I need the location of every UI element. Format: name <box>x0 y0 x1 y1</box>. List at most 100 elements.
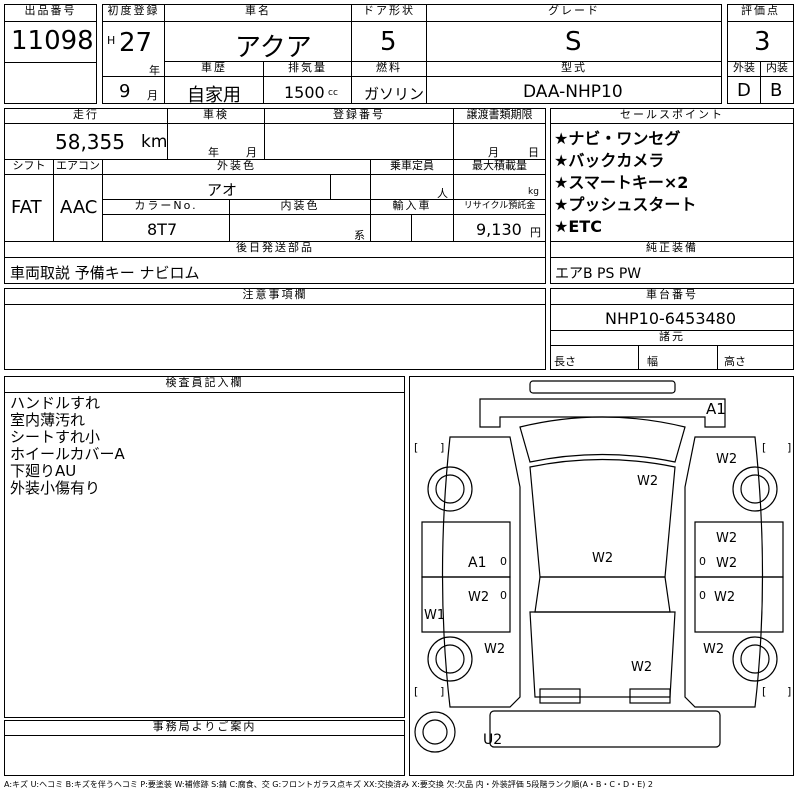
recycle: 9,130 <box>476 220 522 239</box>
diagram-mark: W1 <box>424 608 445 623</box>
diagram-mark: ] <box>440 685 444 698</box>
type-cell: DAA-NHP10 <box>426 76 722 104</box>
displacement-header: 排気量 <box>263 61 352 77</box>
model-name-header: 車名 <box>164 4 352 22</box>
inspector-item: 外装小傷有り <box>10 479 101 497</box>
diagram-mark: [ <box>762 685 766 698</box>
ext-grade: D <box>737 80 751 101</box>
score-cell: 3 <box>727 21 794 62</box>
type-code: DAA-NHP10 <box>523 82 623 102</box>
transfer-month-unit: 月 <box>488 146 499 159</box>
diagram-mark: 0 <box>699 555 706 568</box>
first-reg-month: 9 <box>119 81 131 102</box>
sales-header: セールスポイント <box>550 108 794 124</box>
score-header: 評価点 <box>727 4 794 22</box>
fuel: ガソリン <box>364 85 425 103</box>
rear-lamp-left <box>539 688 581 704</box>
left-rear-door <box>421 576 511 633</box>
later-parts-header: 後日発送部品 <box>4 241 546 258</box>
front-bumper-shape <box>529 380 676 394</box>
rear-right-wheel <box>732 636 778 682</box>
car-diagram-frame: A1 W2 W2 W2 W2 A1 0 W2 0 W2 0 W2 0 W1 W2… <box>409 376 794 776</box>
month-unit: 月 <box>147 89 158 102</box>
diagram-mark: 0 <box>699 589 706 602</box>
inspector-item: シートすれ小 <box>10 428 101 446</box>
diagram-mark: W2 <box>592 551 613 566</box>
diagram-mark: W2 <box>637 474 658 489</box>
equipment-header: 純正装備 <box>550 241 794 258</box>
left-side-shape <box>441 436 521 708</box>
spare-wheel <box>414 711 456 753</box>
int-grade: B <box>770 80 783 101</box>
fuel-cell: ガソリン <box>351 76 427 104</box>
doors: 5 <box>380 27 397 57</box>
import-header: 輸入車 <box>370 199 454 215</box>
shift-header: シフト <box>4 159 54 175</box>
inspection-month-unit: 月 <box>246 146 257 159</box>
windshield-shape <box>519 416 686 463</box>
doors-cell: 5 <box>351 21 427 62</box>
color-cell: アオ <box>102 174 331 200</box>
diagram-mark: A1 <box>706 400 726 418</box>
reg-no-header: 登録番号 <box>264 108 454 124</box>
model-name: アクア <box>235 33 312 62</box>
lot-no-cell: 11098 <box>4 21 97 63</box>
diagram-mark: W2 <box>716 531 737 546</box>
inspector-item: 室内薄汚れ <box>10 411 86 429</box>
lot-no: 11098 <box>11 26 94 56</box>
doors-header: ドア形状 <box>351 4 427 22</box>
diagram-mark: [ <box>414 441 418 454</box>
first-reg-header: 初度登録 <box>102 4 165 22</box>
sales-item: ★スマートキー×2 <box>554 173 689 192</box>
grade-cell: S <box>426 21 722 62</box>
hood-shape <box>479 398 726 428</box>
int-header: 内装 <box>760 61 794 77</box>
notes-cell <box>4 304 546 370</box>
diagram-mark: A1 <box>468 555 486 571</box>
trunk-shape <box>529 611 676 698</box>
first-reg-cell: H 27 年 <box>102 21 165 77</box>
inspector-item: ホイールカバーA <box>10 445 125 463</box>
displacement-unit: cc <box>328 88 338 98</box>
inspector-notes: ハンドルすれ 室内薄汚れ シートすれ小 ホイールカバーA 下廻りAU 外装小傷有… <box>4 392 405 718</box>
diagram-mark: U2 <box>483 732 502 748</box>
history-header: 車歴 <box>164 61 264 77</box>
mileage-cell: 58,355 km <box>4 123 168 160</box>
legend: A:キズ U:ヘコミ B:キズを伴うヘコミ P:要塗装 W:補修跡 S:錆 C:… <box>4 780 653 789</box>
year-unit: 年 <box>149 64 160 77</box>
recycle-header: リサイクル預託金 <box>453 199 546 215</box>
reg-no-cell <box>264 123 454 160</box>
ext-header: 外装 <box>727 61 761 77</box>
displacement: 1500 <box>284 83 325 102</box>
color-no-cell: 8T7 <box>102 214 230 242</box>
dimensions-header: 諸元 <box>550 330 794 346</box>
color-no: 8T7 <box>147 220 178 239</box>
mileage: 58,355 <box>55 130 125 154</box>
later-parts-cell: 車両取説 予備キー ナビロム <box>4 257 546 284</box>
lot-no-blank <box>4 62 97 104</box>
sales-points: ★ナビ・ワンセグ ★バックカメラ ★スマートキー×2 ★プッシュスタート ★ET… <box>550 123 794 242</box>
ext-cell: D <box>727 76 761 104</box>
chassis-header: 車台番号 <box>550 288 794 305</box>
notes-header: 注意事項欄 <box>4 288 546 305</box>
right-rear-door <box>694 576 784 633</box>
transfer-cell: 月 日 <box>453 123 546 160</box>
capacity-cell: 人 <box>370 174 454 200</box>
diagram-mark: W2 <box>714 590 735 605</box>
grade: S <box>565 27 582 57</box>
displacement-cell: 1500 cc <box>263 76 352 104</box>
diagram-mark: [ <box>762 441 766 454</box>
int-cell: B <box>760 76 794 104</box>
model-name-cell: アクア <box>164 21 352 62</box>
rear-window-shape <box>534 576 671 613</box>
diagram-mark: W2 <box>716 556 737 571</box>
interior-color-unit: 系 <box>354 229 365 242</box>
transfer-header: 譲渡書類期限 <box>453 108 546 124</box>
length-label: 長さ <box>554 355 576 368</box>
sales-item: ★プッシュスタート <box>554 195 697 214</box>
inspector-header: 検査員記入欄 <box>4 376 405 393</box>
color-extra-cell <box>330 174 371 200</box>
diagram-mark: ] <box>787 441 791 454</box>
inspection-year-unit: 年 <box>208 146 219 159</box>
